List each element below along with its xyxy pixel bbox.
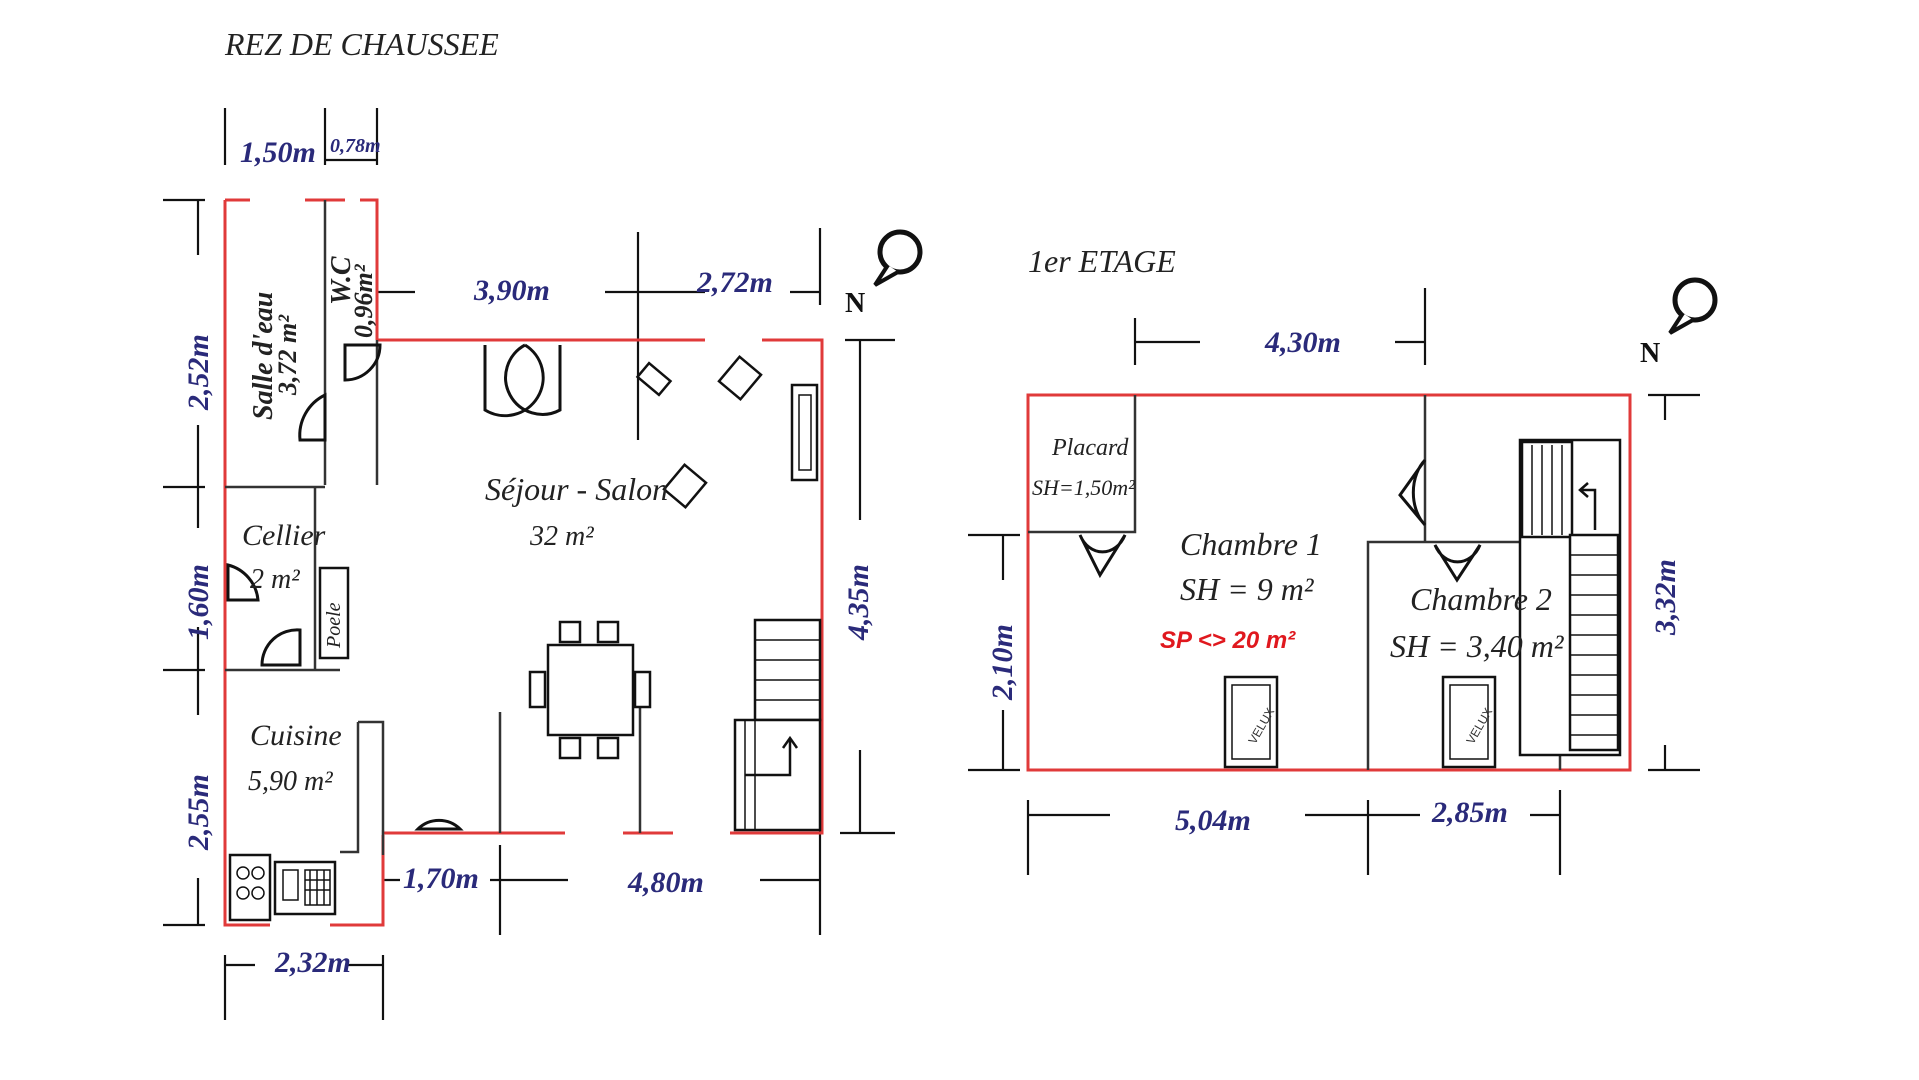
placard-name: Placard xyxy=(1051,435,1129,461)
dim-top-4: 2,72m xyxy=(696,266,773,299)
chambre1-name: Chambre 1 xyxy=(1180,526,1322,562)
cuisine-name: Cuisine xyxy=(250,719,342,752)
ground-floor-right-dimension-lines xyxy=(840,338,895,835)
ground-floor-plan: REZ DE CHAUSSEE 1,50m 0,78m 3,90m 2,72m xyxy=(163,26,923,1020)
first-floor-right-dimension-lines xyxy=(1648,393,1700,772)
dim-top-1: 1,50m xyxy=(240,136,316,169)
first-floor-north-label: N xyxy=(1640,338,1660,369)
sp-note: SP <> 20 m² xyxy=(1160,627,1296,654)
sejour-name: Séjour - Salon xyxy=(485,471,668,507)
ground-floor-left-dimension-lines xyxy=(163,198,205,927)
ff-dim-bottom-1: 5,04m xyxy=(1175,804,1251,837)
placard-area: SH=1,50m² xyxy=(1032,475,1135,500)
ground-floor-north-icon xyxy=(873,229,923,287)
dim-bottom-3: 2,32m xyxy=(274,946,351,979)
wc-name: W.C xyxy=(326,256,357,305)
first-floor-bottom-dimension-lines xyxy=(1026,790,1562,875)
first-floor-stairs xyxy=(1518,438,1622,757)
ff-dim-top: 4,30m xyxy=(1264,326,1341,359)
dim-left-3: 2,55m xyxy=(182,774,215,851)
salle-eau-name: Salle d'eau xyxy=(248,292,279,420)
first-floor-title: 1er ETAGE xyxy=(1028,243,1176,279)
chambre2-area: SH = 3,40 m² xyxy=(1390,628,1565,664)
ff-dim-right: 3,32m xyxy=(1649,559,1682,636)
first-floor-left-dimension-lines xyxy=(968,533,1020,772)
ground-floor-furniture xyxy=(528,354,819,760)
ground-floor-north-label: N xyxy=(845,288,865,319)
sejour-area: 32 m² xyxy=(529,521,594,552)
ground-floor-stairs xyxy=(733,618,822,832)
velux-window-1 xyxy=(1223,675,1279,769)
dim-bottom-2: 4,80m xyxy=(627,866,704,899)
chambre1-area: SH = 9 m² xyxy=(1180,571,1315,607)
ground-floor-top-dimension-lines xyxy=(223,108,822,440)
chambre2-name: Chambre 2 xyxy=(1410,581,1552,617)
wc-area: 0,96m² xyxy=(349,263,378,338)
velux-window-2 xyxy=(1441,675,1497,769)
salle-eau-area: 3,72 m² xyxy=(273,314,302,396)
first-floor-top-dimension-lines xyxy=(1133,288,1427,365)
first-floor-doors xyxy=(1078,458,1482,583)
cuisine-area: 5,90 m² xyxy=(248,766,333,797)
dim-left-1: 2,52m xyxy=(182,334,215,411)
poele-label: Poele xyxy=(323,602,345,649)
dim-bottom-1: 1,70m xyxy=(403,862,479,895)
first-floor-plan: 1er ETAGE 4,30m 2,10m 3,32m xyxy=(968,243,1718,875)
first-floor-north-icon xyxy=(1668,277,1718,335)
cellier-area: 2 m² xyxy=(250,564,300,595)
ff-dim-bottom-2: 2,85m xyxy=(1431,796,1508,829)
ff-dim-left: 2,10m xyxy=(986,624,1019,701)
ground-floor-kitchen xyxy=(228,853,337,922)
ground-floor-title: REZ DE CHAUSSEE xyxy=(224,26,499,62)
dim-top-3: 3,90m xyxy=(473,274,550,307)
ground-floor-doors xyxy=(226,343,562,831)
cellier-name: Cellier xyxy=(242,519,326,552)
dim-right: 4,35m xyxy=(842,564,875,641)
poele-box xyxy=(318,566,350,660)
dim-left-2: 1,60m xyxy=(182,564,215,640)
dim-top-2: 0,78m xyxy=(330,135,381,157)
ground-floor-walls xyxy=(223,198,824,927)
ground-floor-bottom-dimension-lines xyxy=(223,830,822,1020)
